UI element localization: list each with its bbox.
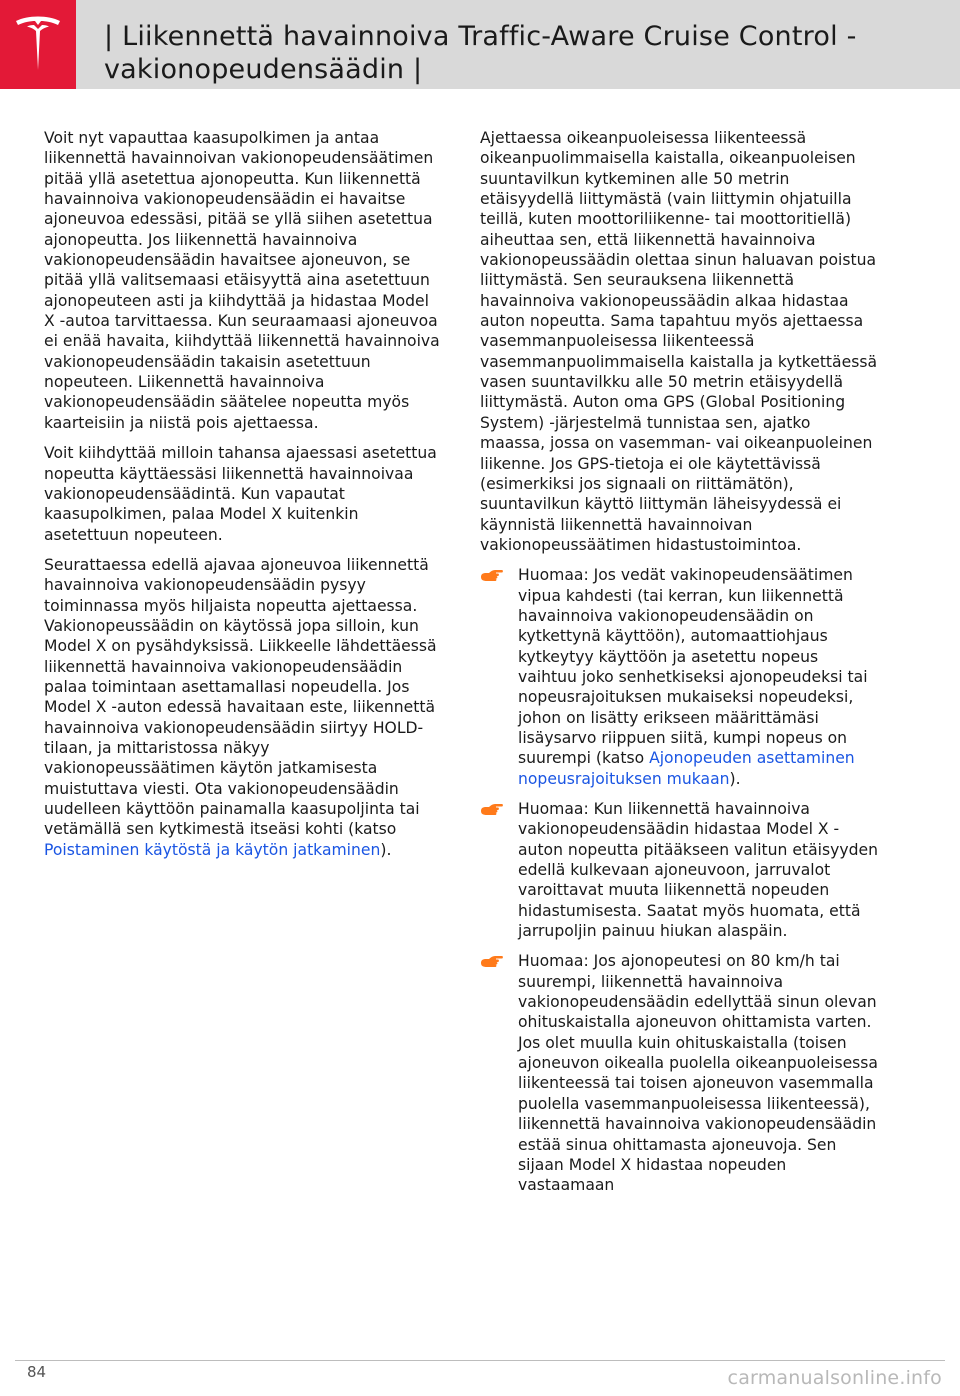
pointing-hand-icon	[481, 570, 503, 582]
page-header: | Liikennettä havainnoiva Traffic-Aware …	[0, 0, 960, 89]
note-text: Huomaa: Kun liikennettä havainnoiva vaki…	[518, 800, 878, 941]
left-column: Voit nyt vapauttaa kaasupolkimen ja anta…	[44, 128, 444, 870]
note-text-end: ).	[729, 769, 741, 788]
pointing-hand-icon	[481, 804, 503, 815]
note-text: Huomaa: Jos ajonopeutesi on 80 km/h tai …	[518, 952, 878, 1195]
paragraph-text-end: ).	[380, 840, 392, 859]
paragraph: Ajettaessa oikeanpuoleisessa liikenteess…	[480, 129, 878, 554]
paragraph-text: Seurattaessa edellä ajavaa ajoneuvoa lii…	[44, 555, 437, 839]
paragraph: Voit nyt vapauttaa kaasupolkimen ja anta…	[44, 129, 440, 432]
pointing-hand-icon	[481, 956, 503, 968]
note-block: Huomaa: Jos vedät vakinopeudensäätimen v…	[480, 565, 880, 789]
note-text: Huomaa: Jos vedät vakinopeudensäätimen v…	[518, 565, 880, 789]
page-title-line-1: | Liikennettä havainnoiva Traffic-Aware …	[104, 21, 857, 52]
brand-logo-box	[0, 0, 76, 89]
page-title: | Liikennettä havainnoiva Traffic-Aware …	[104, 20, 944, 86]
tesla-logo-icon	[16, 16, 60, 70]
page-title-line-2: vakionopeudensäädin |	[104, 54, 423, 85]
page-number: 84	[27, 1363, 47, 1381]
right-column: Ajettaessa oikeanpuoleisessa liikenteess…	[480, 128, 880, 1206]
link-speed-limit[interactable]: Ajonopeuden asettaminen nopeusrajoitukse…	[518, 749, 855, 788]
note-block: Huomaa: Kun liikennettä havainnoiva vaki…	[480, 799, 880, 941]
note-block: Huomaa: Jos ajonopeutesi on 80 km/h tai …	[480, 951, 880, 1195]
paragraph: Seurattaessa edellä ajavaa ajoneuvoa lii…	[44, 555, 444, 860]
note-text-part: Huomaa: Jos vedät vakinopeudensäätimen v…	[518, 566, 868, 768]
watermark: carmanualsonline.info	[727, 1367, 942, 1389]
footer-divider	[15, 1360, 945, 1361]
link-disable-resume[interactable]: Poistaminen käytöstä ja käytön jatkamine…	[44, 840, 381, 859]
paragraph: Voit kiihdyttää milloin tahansa ajaessas…	[44, 444, 437, 544]
